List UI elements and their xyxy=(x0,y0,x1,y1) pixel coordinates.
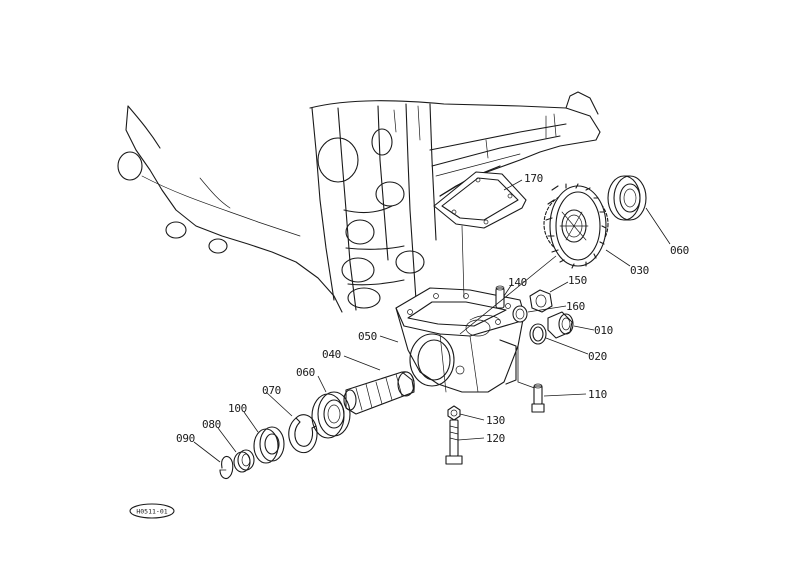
label-060-lower: 060 xyxy=(296,366,315,379)
snap-ring-070 xyxy=(288,414,318,454)
seal-020 xyxy=(529,323,547,345)
collar-080 xyxy=(233,449,255,473)
bushing-010 xyxy=(547,311,574,339)
bearing-060-upper xyxy=(607,175,647,221)
label-170: 170 xyxy=(524,172,543,185)
label-150: 150 xyxy=(568,274,587,287)
bearing-060-lower xyxy=(311,391,351,439)
gasket-170 xyxy=(433,171,527,229)
gear-030 xyxy=(543,183,609,269)
collar-160 xyxy=(512,305,528,323)
oil-seal-100 xyxy=(253,426,285,464)
label-110: 110 xyxy=(588,388,607,401)
label-160: 160 xyxy=(566,300,585,313)
bolt-120 xyxy=(445,419,463,465)
label-020: 020 xyxy=(588,350,607,363)
circlip-090 xyxy=(219,455,234,480)
diagram-code-stamp: H0511-01 xyxy=(129,503,175,519)
gear-case-050 xyxy=(395,287,525,393)
label-050: 050 xyxy=(358,330,377,343)
nut-150 xyxy=(529,289,553,313)
label-030: 030 xyxy=(630,264,649,277)
spline-shaft-040 xyxy=(343,371,415,415)
bolt-110 xyxy=(531,383,545,413)
label-090: 090 xyxy=(176,432,195,445)
label-080: 080 xyxy=(202,418,221,431)
pin-140 xyxy=(495,285,505,309)
part-labels: 170 030 060 140 150 160 010 020 050 040 … xyxy=(176,172,689,445)
label-040: 040 xyxy=(322,348,341,361)
label-100: 100 xyxy=(228,402,247,415)
label-140: 140 xyxy=(508,276,527,289)
transmission-housing xyxy=(117,91,601,313)
label-010: 010 xyxy=(594,324,613,337)
washer-130 xyxy=(447,405,461,421)
label-130: 130 xyxy=(486,414,505,427)
label-060-upper: 060 xyxy=(670,244,689,257)
label-120: 120 xyxy=(486,432,505,445)
stamp-text: H0511-01 xyxy=(136,508,167,516)
label-070: 070 xyxy=(262,384,281,397)
